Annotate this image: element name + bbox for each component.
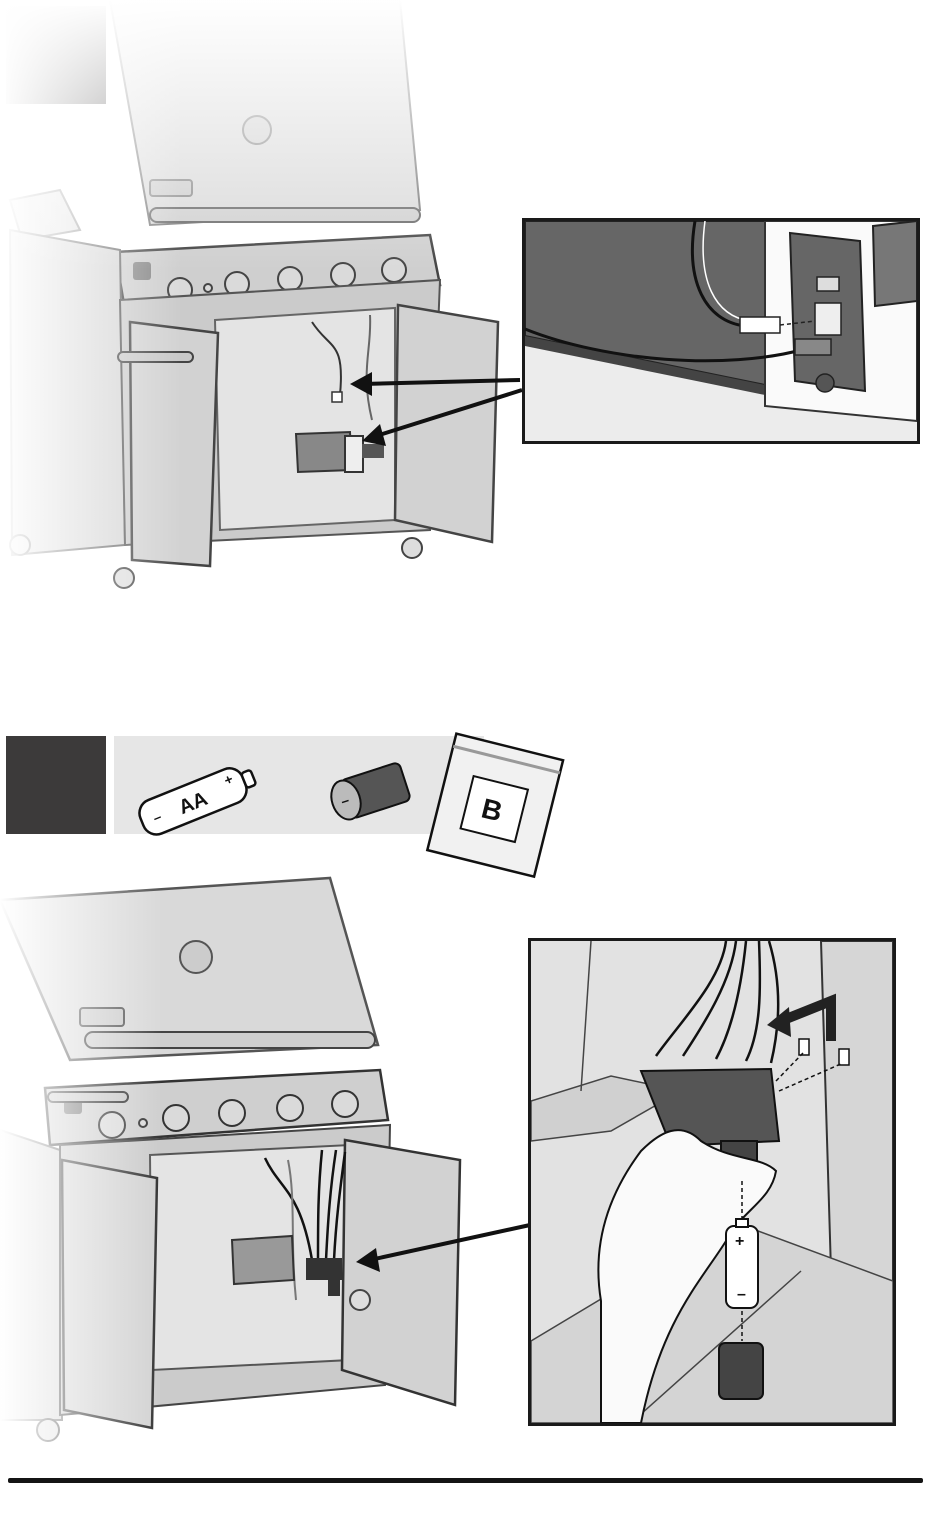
wire-connection-detail xyxy=(525,221,917,441)
detail-inset-step-1 xyxy=(522,218,920,444)
hardware-bag-icon: B xyxy=(427,734,563,877)
battery-cap-icon: – xyxy=(327,762,412,824)
footer-rule xyxy=(8,1478,923,1483)
aa-battery-icon: – AA + xyxy=(135,760,260,838)
parts-icons: – AA + – B xyxy=(114,730,584,880)
detail-inset-step-2: + – xyxy=(528,938,896,1426)
grill-illustration-step-2 xyxy=(0,860,540,1460)
svg-text:–: – xyxy=(737,1286,746,1303)
step-2-badge xyxy=(6,736,106,834)
svg-text:+: + xyxy=(735,1233,744,1250)
battery-install-detail: + – xyxy=(531,941,893,1423)
grill-illustration-step-1 xyxy=(0,0,520,600)
